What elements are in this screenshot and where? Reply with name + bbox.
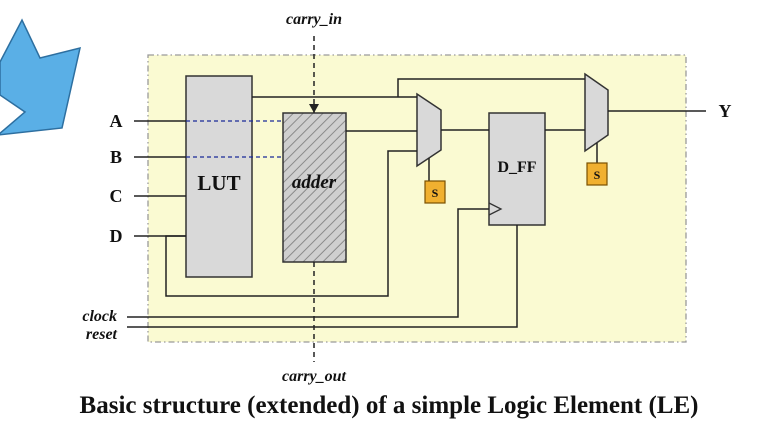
input-b-label: B <box>110 147 122 167</box>
adder-label: adder <box>292 172 337 193</box>
input-a-label: A <box>110 111 123 131</box>
lut-block <box>185 75 253 278</box>
select-label-2: S <box>594 168 601 182</box>
output-y-label: Y <box>719 101 732 121</box>
mux-1 <box>416 92 442 168</box>
mux-2 <box>584 72 609 153</box>
clock-label: clock <box>82 308 117 325</box>
ab-to-adder-dashed <box>186 120 283 158</box>
dff-label: D_FF <box>497 159 536 176</box>
dff-block <box>488 112 546 226</box>
select-box-1 <box>424 180 446 204</box>
diagram-caption: Basic structure (extended) of a simple L… <box>79 392 699 419</box>
dff-clock-triangle <box>488 202 503 216</box>
pointer-arrow-icon <box>0 18 81 136</box>
input-c-label: C <box>110 186 123 206</box>
carry-out-label: carry_out <box>282 368 347 385</box>
select-label-1: S <box>432 186 439 200</box>
reset-label: reset <box>86 326 118 343</box>
adder-block <box>282 112 347 263</box>
internal-wires <box>127 78 706 328</box>
carry-in-arrowhead <box>309 104 319 113</box>
lut-label: LUT <box>197 171 240 195</box>
select-box-2 <box>586 162 608 186</box>
input-d-label: D <box>110 226 123 246</box>
carry-in-label: carry_in <box>286 11 342 28</box>
